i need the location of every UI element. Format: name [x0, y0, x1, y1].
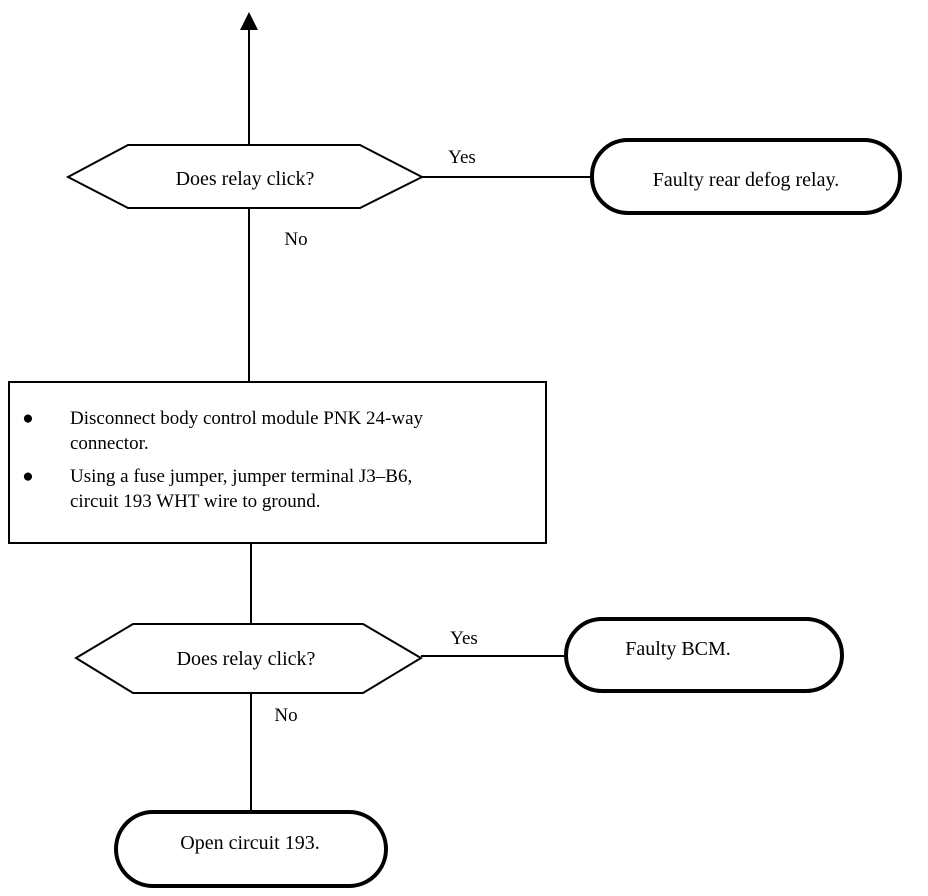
procedure-step-1-line-2: connector. — [70, 433, 149, 454]
result-1-terminal — [590, 138, 902, 215]
decision-2-text: Does relay click? — [177, 648, 316, 670]
yes-label-2: Yes — [450, 628, 478, 649]
result-2-text: Faulty BCM. — [625, 638, 731, 660]
procedure-step-2-line-2: circuit 193 WHT wire to ground. — [70, 491, 320, 512]
no-label-2: No — [274, 705, 297, 726]
result-3-text: Open circuit 193. — [180, 832, 319, 854]
decision-2-diamond — [74, 623, 423, 694]
procedure-box — [8, 381, 547, 544]
no-label-1: No — [284, 229, 307, 250]
result-2-terminal — [564, 617, 844, 693]
yes-label-1: Yes — [448, 147, 476, 168]
result-3-terminal — [114, 810, 388, 888]
arrow-up-head — [240, 12, 258, 30]
procedure-step-2-bullet: ● — [22, 466, 33, 487]
result-1-text: Faulty rear defog relay. — [653, 169, 839, 191]
procedure-step-1-line-1: Disconnect body control module PNK 24-wa… — [70, 408, 424, 429]
decision-1-text: Does relay click? — [176, 168, 315, 190]
procedure-step-1-bullet: ● — [22, 408, 33, 429]
procedure-step-2-line-1: Using a fuse jumper, jumper terminal J3–… — [70, 466, 412, 487]
